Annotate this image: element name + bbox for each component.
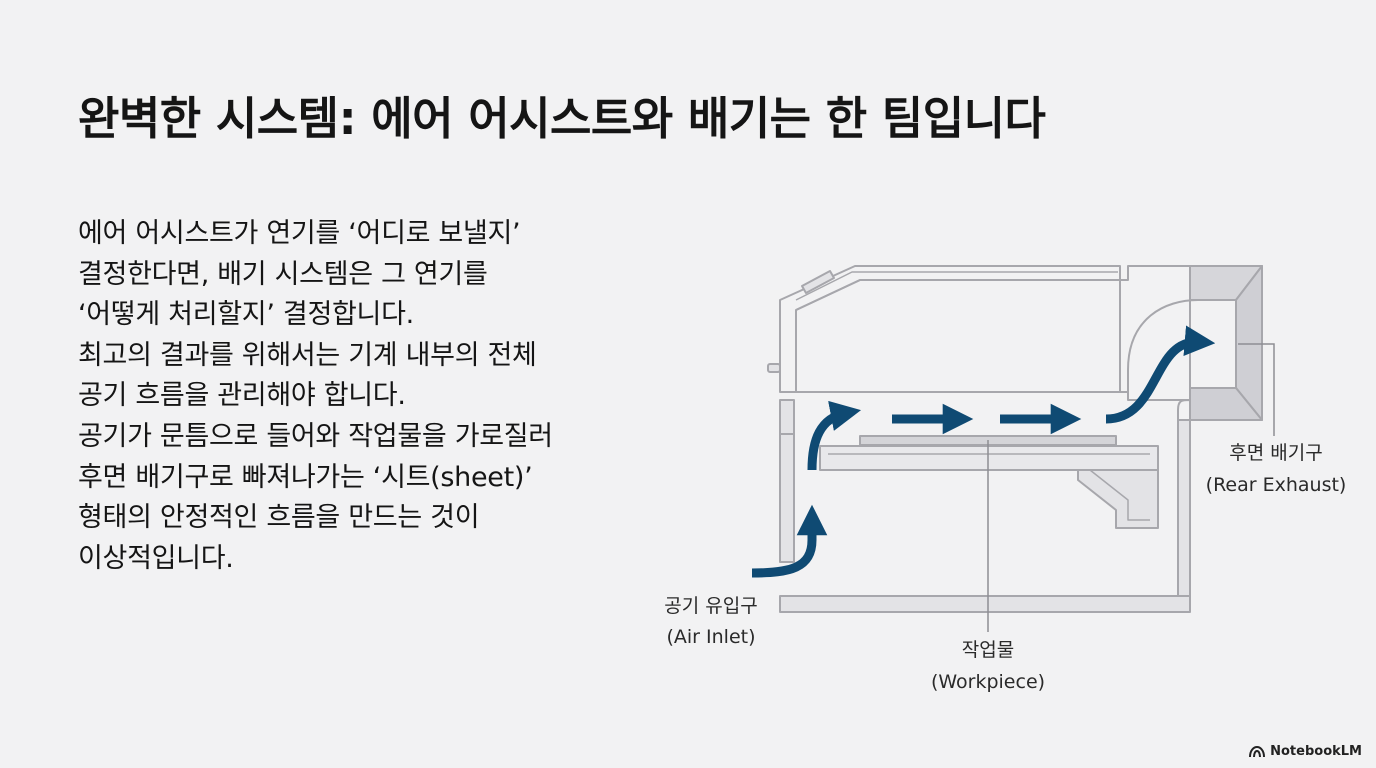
rear-exhaust-label: 후면 배기구 [1229,442,1322,464]
workpiece-label-en: (Workpiece) [931,671,1045,693]
work-bed [819,445,1159,471]
body-line: 이상적입니다. [78,542,234,574]
rear-wall [1177,419,1191,597]
leader-lines [987,343,1275,632]
front-wall-upper [779,399,795,435]
rear-exhaust-label-en: (Rear Exhaust) [1206,474,1347,496]
air-inlet-label-en: (Air Inlet) [666,626,755,648]
body-line: 에어 어시스트가 연기를 ‘어디로 보낼지’ [78,218,521,249]
brand-label: NotebookLM [1270,744,1362,759]
body-line: ‘어떻게 처리할지’ 결정합니다. [78,299,414,331]
workpiece-label: 작업물 [962,639,1014,661]
body-line: 형태의 안정적인 흐름을 만드는 것이 [78,502,480,534]
body-line: 공기가 문틈으로 들어와 작업물을 가로질러 [78,420,553,452]
airflow-arrows [751,325,1216,578]
bed-support [1077,469,1159,529]
body-line: 최고의 결과를 위해서는 기계 내부의 전체 [78,339,537,371]
front-wall-lower [779,433,795,563]
inlet-airflow-arrow [751,504,828,578]
body-paragraph: 에어 어시스트가 연기를 ‘어디로 보낼지’ 결정한다면, 배기 시스템은 그 … [78,214,678,579]
body-line: 공기 흐름을 관리해야 합니다. [78,380,406,412]
machine-lid [779,265,1191,401]
notebooklm-brand: NotebookLM [1249,744,1362,759]
body-line: 결정한다면, 배기 시스템은 그 연기를 [78,258,488,290]
air-inlet-label: 공기 유입구 [664,595,757,617]
page-title: 완벽한 시스템: 에어 어시스트와 배기는 한 팀입니다 [78,92,1046,145]
notebooklm-logo-icon [1249,745,1266,757]
exhaust-airflow-arrow [1105,325,1216,424]
machine-floor [779,595,1191,613]
body-line: 후면 배기구로 빠져나가는 ‘시트(sheet)’ [78,461,533,493]
rising-airflow-arrow [807,400,862,471]
machine-cross-section [767,265,1263,613]
